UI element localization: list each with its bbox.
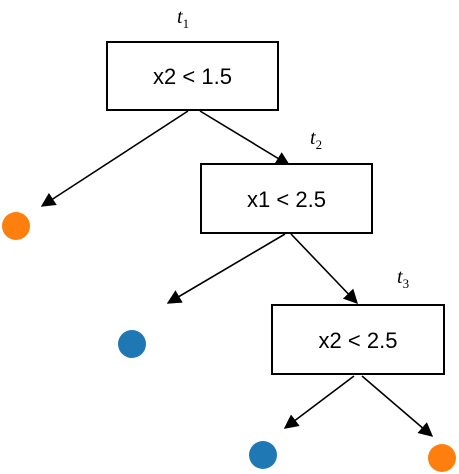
leaf-node-blue	[249, 441, 277, 469]
edge-t3-left	[283, 375, 355, 429]
node-condition-t3: x2 < 2.5	[319, 328, 398, 353]
edge-t3-right	[361, 375, 434, 437]
tree-node-t3: t3 x2 < 2.5	[271, 266, 445, 375]
node-box-t2	[200, 163, 373, 234]
leaf-node-orange	[428, 444, 456, 472]
node-condition-t1: x2 < 1.5	[153, 64, 232, 89]
node-tag-t1: t1	[177, 6, 189, 31]
node-condition-t2: x1 < 2.5	[247, 187, 326, 212]
edge-t2-left	[166, 233, 286, 304]
node-box-t3	[271, 304, 445, 375]
edge-t1-right	[199, 110, 291, 166]
edge-t1-left	[40, 110, 189, 207]
node-box-t1	[106, 41, 279, 111]
node-tag-t2: t2	[310, 127, 322, 152]
leaf-node-blue	[118, 330, 146, 358]
tree-leaves	[2, 212, 456, 472]
edge-t2-right	[290, 233, 358, 305]
node-tag-t3: t3	[397, 266, 409, 291]
tree-node-t2: t2 x1 < 2.5	[200, 127, 373, 234]
tree-edges	[40, 110, 434, 437]
tree-node-t1: t1 x2 < 1.5	[106, 6, 279, 111]
leaf-node-orange	[2, 212, 30, 240]
